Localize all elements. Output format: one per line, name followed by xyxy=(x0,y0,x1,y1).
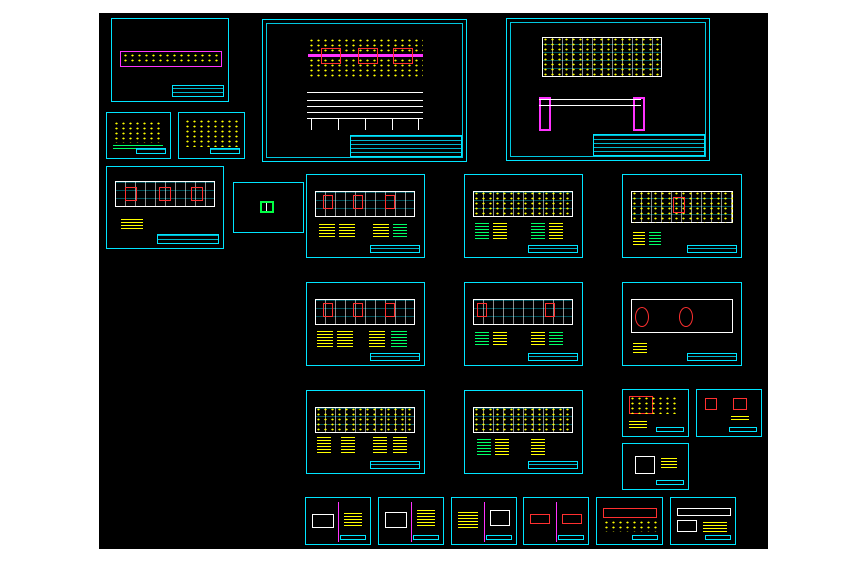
drawing-sheet-floor-plan-1[interactable] xyxy=(306,174,425,258)
drawing-sheet-roof-plan[interactable] xyxy=(506,18,710,161)
drawing-sheet-elevation-strip[interactable] xyxy=(111,18,229,102)
drawing-sheet-detail-small-b[interactable] xyxy=(178,112,245,159)
drawing-sheet-detail-e[interactable] xyxy=(622,443,689,490)
drawing-sheet-floor-plan-3[interactable] xyxy=(622,174,742,258)
drawing-sheet-stair-detail-2[interactable] xyxy=(378,497,444,545)
drawing-sheet-detail-c[interactable] xyxy=(622,389,689,437)
drawing-sheet-stair-detail-3[interactable] xyxy=(451,497,517,545)
drawing-sheet-detail-small-a[interactable] xyxy=(106,112,171,159)
drawing-sheet-stair-detail-6[interactable] xyxy=(670,497,736,545)
drawing-sheet-column-plan[interactable] xyxy=(106,166,224,249)
drawing-sheet-floor-plan-4[interactable] xyxy=(306,282,425,366)
drawing-sheet-floor-plan-2[interactable] xyxy=(464,174,583,258)
drawing-sheet-floor-plan-8[interactable] xyxy=(464,390,583,474)
drawing-sheet-floor-plan-6[interactable] xyxy=(622,282,742,366)
drawing-sheet-floor-plan-5[interactable] xyxy=(464,282,583,366)
drawing-sheet-stair-detail-1[interactable] xyxy=(305,497,371,545)
drawing-sheet-stair-detail-5[interactable] xyxy=(596,497,663,545)
drawing-sheet-stair-detail-4[interactable] xyxy=(523,497,589,545)
drawing-sheet-floor-plan-7[interactable] xyxy=(306,390,425,474)
cad-model-space[interactable] xyxy=(99,13,768,549)
drawing-sheet-detail-d[interactable] xyxy=(696,389,762,437)
drawing-sheet-section-symbol[interactable] xyxy=(233,182,304,233)
drawing-sheet-foundation-layout[interactable] xyxy=(262,19,467,162)
